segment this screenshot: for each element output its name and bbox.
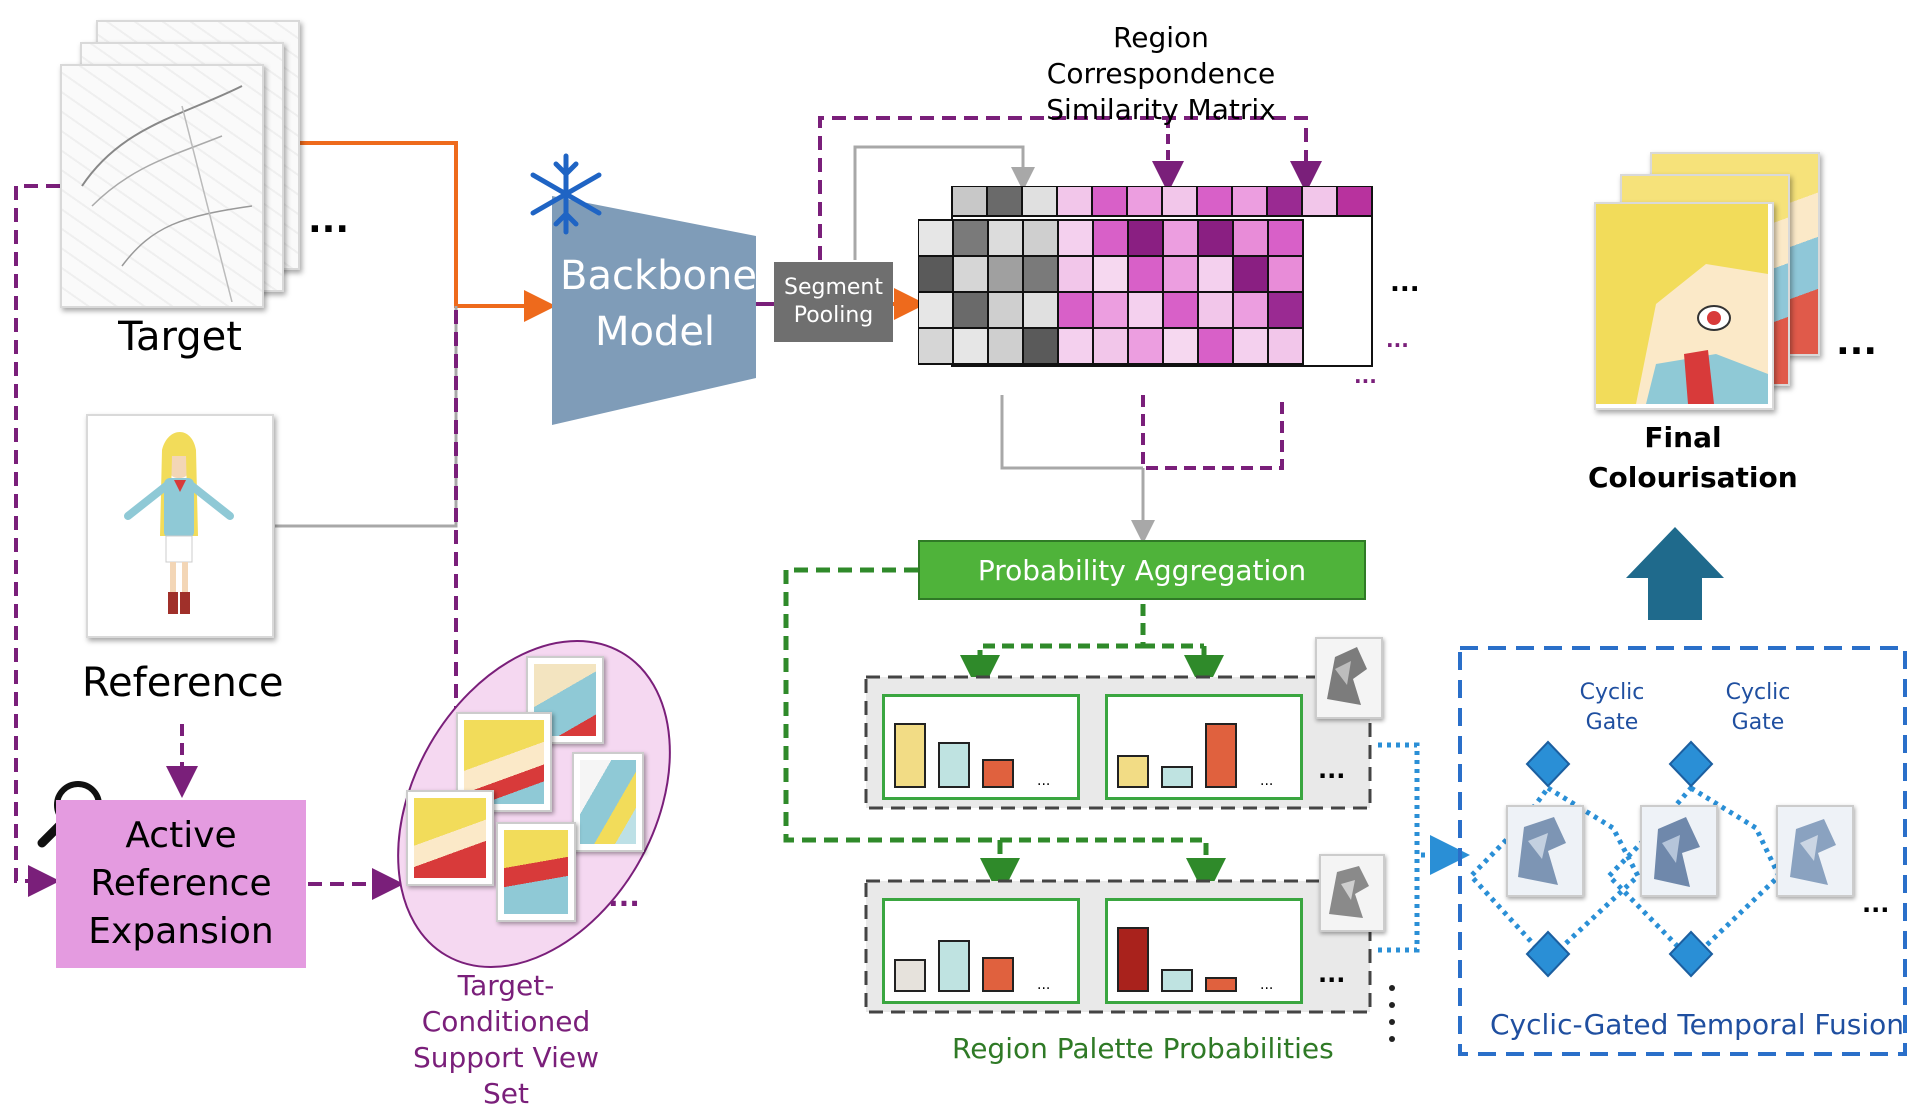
bar-chart: ... bbox=[894, 940, 1050, 993]
target-to-backbone-line bbox=[298, 141, 556, 322]
backbone-shape bbox=[552, 196, 756, 425]
palette-bar bbox=[938, 742, 970, 788]
segment-pooling-label: Segment Pooling bbox=[784, 275, 883, 328]
big-up-arrow-icon bbox=[1626, 527, 1724, 620]
probability-aggregation-label: Probability Aggregation bbox=[977, 553, 1307, 587]
similarity-matrix-title: Region Correspondence Similarity Matrix bbox=[1046, 21, 1276, 126]
target-sketch-lines bbox=[81, 85, 253, 303]
matrix-top-loop-purple bbox=[818, 116, 1322, 260]
bar-chart: ... bbox=[1117, 927, 1273, 993]
palette-bar bbox=[1205, 977, 1237, 992]
bar-chart: ... bbox=[894, 723, 1050, 789]
palette-bar-ellipsis: ... bbox=[1037, 977, 1050, 993]
matrix-bottom-purple bbox=[1141, 395, 1284, 470]
probability-aggregation-box: Probability Aggregation bbox=[918, 540, 1366, 600]
support-view-set-label: Target-Conditioned Support View Set bbox=[412, 969, 600, 1110]
active-reference-expansion-label: Active Reference Expansion bbox=[88, 815, 274, 952]
final-ellipsis: ... bbox=[1836, 322, 1878, 363]
palette-chart-1-2: ... bbox=[1105, 694, 1303, 800]
groups-to-fusion-line-bottom bbox=[1378, 855, 1420, 953]
palette-more-dot bbox=[1389, 1002, 1395, 1008]
support-view-3 bbox=[572, 752, 644, 852]
cyclic-gate-left-label: Cyclic Gate bbox=[1579, 680, 1645, 735]
palette-chart-2-2: ... bbox=[1105, 898, 1303, 1004]
backbone-label: Backbone Model bbox=[560, 253, 757, 355]
palette-bar bbox=[1161, 969, 1193, 992]
support-view-5 bbox=[496, 822, 576, 922]
region-thumb-group-1 bbox=[1315, 637, 1383, 719]
pipeline-diagram: ... Target Reference Active Reference Ex… bbox=[14, 20, 1907, 1110]
region-thumb-group-2 bbox=[1319, 854, 1385, 932]
bar-chart: ... bbox=[1117, 723, 1273, 789]
palette-bar bbox=[1161, 766, 1193, 788]
palette-more-dot bbox=[1389, 1036, 1395, 1042]
palette-more-dot bbox=[1389, 1019, 1395, 1025]
gate-diamond-top-left bbox=[1525, 740, 1571, 788]
palette-chart-1-1: ... bbox=[882, 694, 1080, 800]
active-reference-expansion-box: Active Reference Expansion bbox=[56, 800, 306, 968]
palette-group-1-ellipsis: ... bbox=[1318, 756, 1346, 784]
aggregation-to-groups-line bbox=[783, 567, 1020, 898]
gate-diamond-top-right bbox=[1668, 740, 1714, 788]
similarity-matrix bbox=[918, 186, 1373, 367]
palette-bar-ellipsis: ... bbox=[1037, 773, 1050, 789]
final-frame-front bbox=[1594, 202, 1774, 410]
palette-group-2-ellipsis: ... bbox=[1318, 960, 1346, 988]
matrix-ellipsis-purple-2: ... bbox=[1354, 364, 1377, 388]
snowflake-icon bbox=[530, 153, 602, 235]
support-view-2 bbox=[456, 712, 552, 812]
groups-to-fusion-line-top bbox=[1378, 742, 1470, 875]
reference-label: Reference bbox=[82, 660, 284, 706]
palette-bar bbox=[894, 959, 926, 992]
support-ellipsis: ... bbox=[608, 880, 640, 913]
matrix-ellipsis-purple-1: ... bbox=[1386, 328, 1409, 352]
support-view-4 bbox=[406, 790, 494, 886]
reference-image bbox=[86, 414, 274, 638]
palette-bar bbox=[1117, 755, 1149, 788]
gate-diamond-bottom-left bbox=[1525, 930, 1571, 978]
region-palette-probabilities-label: Region Palette Probabilities bbox=[952, 1032, 1334, 1065]
palette-bar bbox=[982, 759, 1014, 788]
palette-bar bbox=[982, 957, 1014, 992]
aggregation-branch-top bbox=[960, 604, 1146, 695]
fusion-frame-1 bbox=[1506, 805, 1584, 897]
temporal-fusion-label: Cyclic-Gated Temporal Fusion bbox=[1490, 1008, 1904, 1041]
palette-bar bbox=[894, 723, 926, 788]
segment-pooling-box: Segment Pooling bbox=[774, 262, 893, 342]
fusion-ellipsis: ... bbox=[1862, 890, 1890, 918]
cyclic-gate-right-label: Cyclic Gate bbox=[1725, 680, 1791, 735]
temporal-fusion-box bbox=[1458, 646, 1907, 1056]
gate-diamond-bottom-right bbox=[1668, 930, 1714, 978]
target-label: Target bbox=[118, 314, 242, 360]
matrix-layer-front bbox=[918, 219, 1304, 365]
palette-more-dot bbox=[1389, 985, 1395, 991]
palette-bar-ellipsis: ... bbox=[1260, 977, 1273, 993]
palette-bar-ellipsis: ... bbox=[1260, 773, 1273, 789]
matrix-ellipsis-right: ... bbox=[1390, 268, 1420, 298]
final-colourisation-label: Final Colourisation bbox=[1588, 421, 1798, 494]
matrix-bottom-gray bbox=[1000, 395, 1143, 470]
palette-bar bbox=[1205, 723, 1237, 788]
target-ellipsis: ... bbox=[308, 200, 350, 241]
palette-bar bbox=[1117, 927, 1149, 992]
aggregation-branch-bottom bbox=[1000, 837, 1226, 898]
reference-to-backbone-line bbox=[275, 306, 458, 528]
matrix-top-loop-gray bbox=[853, 145, 1035, 260]
fusion-frame-2 bbox=[1640, 805, 1718, 897]
final-character bbox=[1596, 204, 1768, 404]
fusion-frame-3 bbox=[1776, 805, 1854, 897]
palette-chart-2-1: ... bbox=[882, 898, 1080, 1004]
target-frame-front bbox=[60, 64, 264, 308]
reference-character bbox=[124, 432, 234, 614]
palette-bar bbox=[938, 940, 970, 992]
target-to-are-line bbox=[14, 184, 60, 897]
